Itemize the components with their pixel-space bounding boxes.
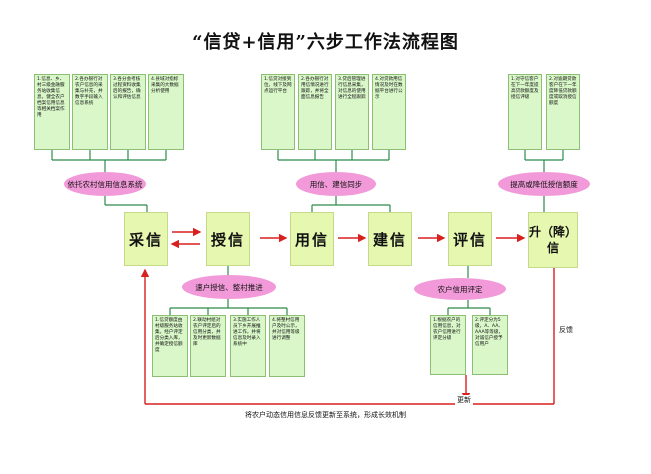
step-rate: 评信 [448,212,492,266]
step-collect: 采信 [124,212,168,266]
label-bottom: 将农户动态信用信息反馈更新至系统，形成长效机制 [245,411,406,419]
oval-grant: 速户授信、整村推进 [182,275,276,299]
step-build: 建信 [368,212,412,266]
green-connectors [51,150,564,315]
label-update: 更新 [455,395,473,405]
oval-use-build: 用信、建信同步 [296,172,376,196]
note-grant-2: 2.联动村组对农户评定后的信用分类，并及时更新数据库 [190,315,226,377]
note-use-4: 4.对贷款用信情况及时在数据平台进行公示 [372,74,406,150]
note-raise-2: 2.对逾期贷款客户在下一年度降低贷款额度或取消授信额度 [546,74,580,150]
oval-raise: 提高或降低授信额度 [498,172,590,196]
note-use-3: 3.贷后管理进行信息采集，对信息的使用进行全程跟踪 [335,74,369,150]
step-raise-lower: 升（降）信 [528,212,578,268]
note-use-2: 2.各办银行对用信情况进行跟踪，并将全面信息报告 [298,74,332,150]
red-arrows [140,227,555,405]
note-rate-2: 2.评定分为5级，A、AA、AAA等等级，对诚信户授予信用户 [472,315,508,375]
note-rate-1: 1.根据农户的信用信息，对农户信用进行评定分级 [430,315,466,375]
note-collect-2: 2.各办银行对农户信息的采集与补充，并数字手段输入信息系统 [72,74,108,150]
oval-collect: 依托农村信用信息系统 [64,172,146,196]
label-feedback: 反馈 [559,326,573,334]
note-collect-3: 3.各分会考核过程资料收集后的报告，确认和评估信息 [110,74,146,150]
step-use: 用信 [290,212,334,266]
note-grant-4: 4.将整村信用户及时公示，并对信用等级进行调整 [269,315,305,377]
oval-rate: 农户信用评定 [414,278,506,300]
note-collect-4: 4.县域对指标采集的大数据分析使用 [148,74,184,150]
note-use-1: 1.信贷对接到位，线下及网点运行平台 [261,74,295,150]
note-grant-3: 3.实施工作人员下乡开展推进工作，并将信息及时录入系统中 [230,315,266,377]
note-grant-1: 1.信贷额度由村级服务站收集，经户评定后分类入库，并确定授信额度 [152,315,188,377]
chart-title: “信贷+信用”六步工作法流程图 [192,32,459,53]
note-raise-1: 1.对守信客户在下一年度提高贷款额度及授信评级 [508,74,542,150]
step-grant: 授信 [206,212,250,266]
note-collect-1: 1.信息、乡、村三级金融服务站收集信息，健全农户档案信用信息等相关档案作用 [34,74,70,150]
